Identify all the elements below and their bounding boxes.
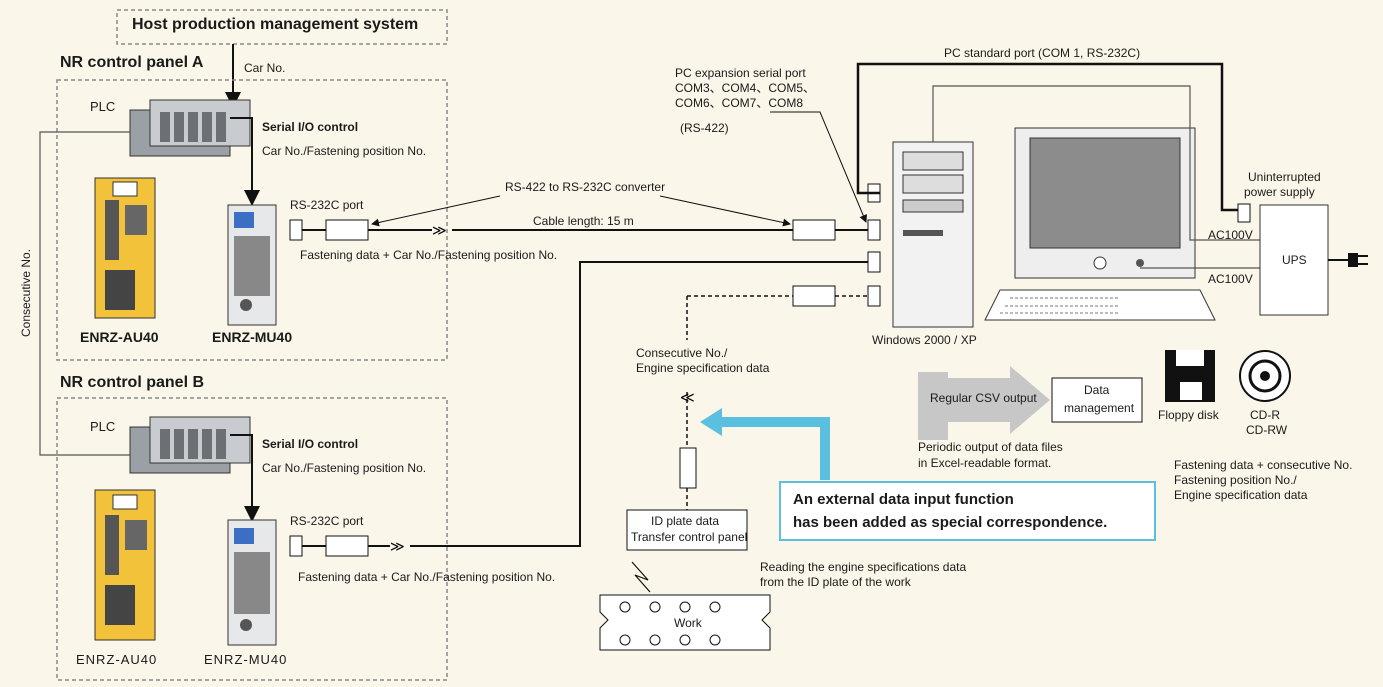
pc-expansion-line-2: COM3、COM4、COM5、	[675, 81, 816, 95]
periodic-line-1: Periodic output of data files	[918, 440, 1063, 454]
external-input-callout	[779, 481, 1156, 541]
ups-box	[1259, 204, 1329, 316]
ac100v-label-2: AC100V	[1208, 272, 1253, 286]
fastening-data-a-label: Fastening data + Car No./Fastening posit…	[300, 248, 558, 262]
keyboard	[984, 289, 1216, 321]
fastening-consec-3: Engine specification data	[1174, 488, 1308, 502]
cdr-label-2: CD-RW	[1246, 423, 1288, 437]
svg-text:≪: ≪	[680, 389, 695, 405]
id-plate-line-1: ID plate data	[651, 514, 720, 528]
rs232c-b-label: RS-232C port	[290, 514, 364, 528]
consecutive-engine-1: Consecutive No./	[636, 346, 728, 360]
car-fastening-a-label: Car No./Fastening position No.	[262, 144, 427, 158]
panel-a-frame	[56, 79, 448, 361]
serial-io-a-label: Serial I/O control	[262, 120, 359, 134]
au40-a-unit	[94, 177, 156, 319]
csv-output-arrow	[918, 366, 1050, 440]
floppy-label: Floppy disk	[1158, 408, 1219, 422]
pc-standard-label: PC standard port (COM 1, RS-232C)	[944, 46, 1141, 60]
data-management-box	[1051, 377, 1143, 423]
plc-b-label: PLC	[90, 419, 116, 434]
plc-b-device	[129, 416, 251, 474]
ups-label-2: power supply	[1244, 185, 1315, 199]
external-input-line-2: has been added as special correspondence…	[793, 514, 1108, 531]
pc-expansion-line-4: (RS-422)	[680, 121, 729, 135]
pc-tower	[892, 141, 974, 328]
id-plate-box	[626, 509, 748, 551]
data-management-2: management	[1064, 401, 1135, 415]
serial-io-b-label: Serial I/O control	[262, 437, 359, 451]
fastening-consec-2: Fastening position No./	[1174, 473, 1297, 487]
ups-text: UPS	[1282, 253, 1307, 267]
panel-b-title: NR control panel B	[60, 374, 205, 391]
plc-a-device	[129, 99, 251, 157]
cdr-label-1: CD-R	[1250, 408, 1280, 422]
svg-text:≫: ≫	[432, 222, 447, 238]
mu40-a-label: ENRZ-MU40	[212, 329, 293, 345]
svg-text:≫: ≫	[390, 538, 405, 554]
fastening-data-b-label: Fastening data + Car No./Fastening posit…	[298, 570, 556, 584]
car-no-label: Car No.	[244, 61, 286, 75]
external-input-line-1: An external data input function	[793, 491, 1014, 508]
pc-expansion-line-1: PC expansion serial port	[675, 66, 806, 80]
host-system-box	[116, 9, 448, 45]
work-label: Work	[674, 616, 702, 630]
consecutive-bracket	[39, 131, 130, 456]
reading-line-1: Reading the engine specifications data	[760, 560, 967, 574]
car-fastening-b-label: Car No./Fastening position No.	[262, 461, 427, 475]
host-system-label: Host production management system	[132, 16, 419, 33]
ac100v-label-1: AC100V	[1208, 228, 1253, 242]
converter-label: RS-422 to RS-232C converter	[505, 180, 666, 194]
rs232c-a-label: RS-232C port	[290, 198, 364, 212]
consecutive-no-label: Consecutive No.	[19, 248, 34, 338]
plc-a-label: PLC	[90, 99, 116, 114]
pc-expansion-line-3: COM6、COM7、COM8	[675, 96, 804, 110]
au40-a-label: ENRZ-AU40	[80, 329, 159, 345]
mu40-b-label: ENRZ-MU40	[204, 652, 288, 667]
consecutive-engine-2: Engine specification data	[636, 361, 770, 375]
mu40-b-unit	[227, 519, 277, 646]
csv-output-label: Regular CSV output	[930, 391, 1037, 405]
au40-b-unit	[94, 489, 156, 641]
au40-b-label: ENRZ-AU40	[76, 652, 158, 667]
ups-label-1: Uninterrupted	[1248, 170, 1321, 184]
periodic-line-2: in Excel-readable format.	[918, 456, 1052, 470]
panel-a-title: NR control panel A	[60, 54, 204, 71]
id-plate-line-2: Transfer control panel	[631, 530, 748, 544]
windows-label: Windows 2000 / XP	[872, 333, 977, 347]
floppy-disk-icon	[1165, 350, 1215, 402]
fastening-consec-1: Fastening data + consecutive No.	[1174, 458, 1353, 472]
monitor	[1014, 127, 1196, 279]
work-plate	[599, 594, 771, 651]
data-management-1: Data	[1084, 383, 1110, 397]
cable-length-label: Cable length: 15 m	[533, 214, 634, 228]
reading-line-2: from the ID plate of the work	[760, 575, 911, 589]
cd-icon	[1239, 350, 1291, 402]
mu40-a-unit	[227, 204, 277, 326]
